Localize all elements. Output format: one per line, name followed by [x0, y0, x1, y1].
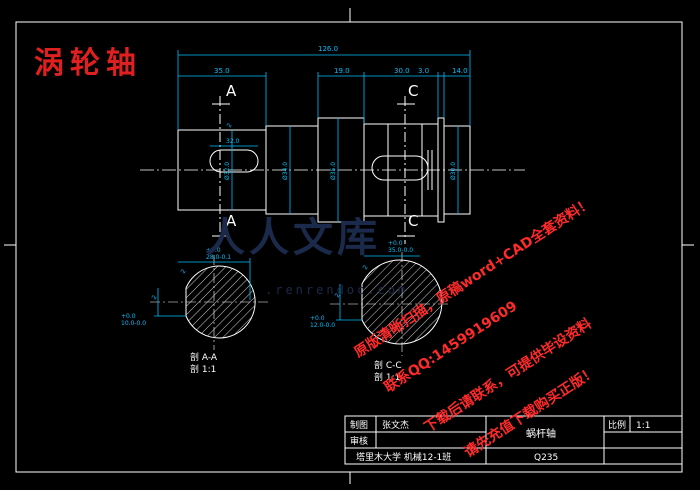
section-cut-c [397, 96, 415, 244]
section-mark-c-bottom: C [408, 212, 418, 230]
horizontal-dimensions [177, 50, 471, 147]
tb-drawn-value: 张文杰 [382, 419, 409, 431]
cc-side-tol: +0.0 [310, 315, 325, 322]
tb-drawn-label: 制图 [350, 419, 368, 431]
section-mark-a-top: A [226, 82, 237, 100]
shaft-outline [177, 117, 471, 223]
tb-scale-value: 1:1 [636, 421, 650, 431]
section-cc-view [330, 252, 448, 356]
diameter-dimensions [231, 118, 459, 222]
cc-label: 剖 C-C [374, 359, 402, 371]
section-cut-a [212, 96, 230, 244]
tb-check-label: 审核 [350, 435, 368, 447]
cc-chamfer: 2 [362, 264, 370, 271]
cc-side-dim: 12.0-0.0 [310, 322, 335, 329]
aa-scale: 剖 1:1 [190, 363, 216, 375]
cc-scale: 剖 1:1 [374, 371, 400, 383]
tb-school: 塔里木大学 机械12-1班 [356, 451, 451, 463]
aa-top-tol: +0.0 [206, 247, 221, 254]
aa-label: 剖 A-A [190, 351, 218, 363]
section-aa-view [150, 255, 268, 350]
cc-chamfer-2: 2 [334, 292, 342, 299]
dim-seg-b: 19.0 [334, 67, 350, 75]
dim-chamfer: 2 [226, 122, 234, 129]
dim-key-a-length: 32.0 [226, 138, 240, 145]
cc-top-dim: 35.0-0.0 [388, 247, 413, 254]
dim-seg-d: 3.0 [418, 67, 429, 75]
dim-seg-e: 14.0 [452, 67, 468, 75]
cc-top-tol: +0.0 [388, 240, 403, 247]
section-mark-c-top: C [408, 82, 418, 100]
aa-chamfer-2: 2 [151, 294, 159, 301]
dim-seg-a: 35.0 [214, 67, 230, 75]
aa-chamfer: 2 [180, 268, 188, 275]
aa-side-dim: 10.0-0.0 [121, 320, 146, 327]
tb-part-name: 蜗杆轴 [526, 427, 556, 440]
dim-overall-length: 126.0 [318, 45, 338, 53]
aa-top-dim: 28.0-0.1 [206, 254, 231, 261]
title-block [344, 415, 683, 465]
dim-seg-c: 30.0 [394, 67, 410, 75]
section-mark-a-bottom: A [226, 212, 237, 230]
watermark-url: .renrendoc.com [265, 283, 409, 297]
tb-material: Q235 [534, 453, 558, 463]
drawing-heading: 涡轮轴 [34, 46, 142, 81]
watermark-logo: 人人文库 [205, 215, 381, 261]
dim-dia-c: Ø35.0 [330, 162, 337, 180]
dim-dia-a: Ø32.0 [224, 162, 231, 180]
dim-dia-d: Ø30.0 [450, 162, 457, 180]
aa-side-tol: +0.0 [121, 313, 136, 320]
tb-scale-label: 比例 [608, 419, 626, 431]
drawing-frame [15, 21, 683, 473]
dim-dia-b: Ø34.0 [282, 162, 289, 180]
